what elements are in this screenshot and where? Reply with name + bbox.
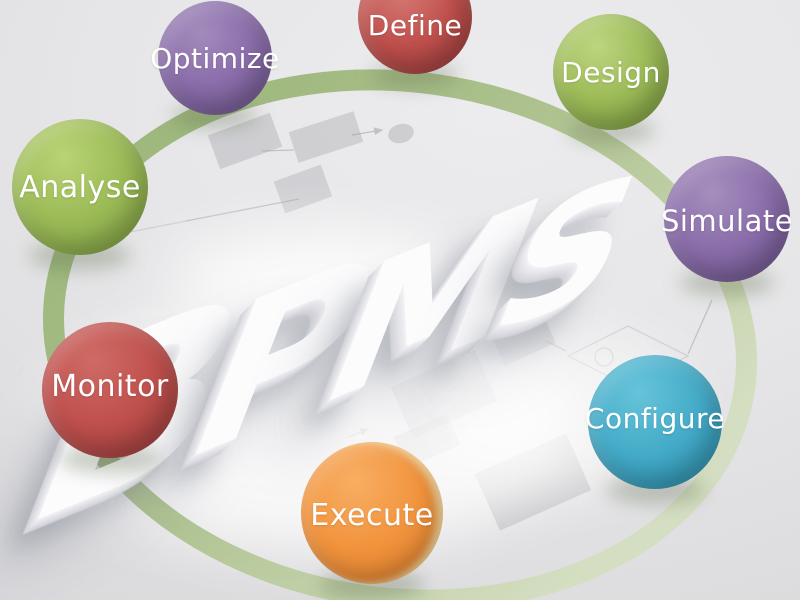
stage-label: Monitor: [51, 368, 169, 404]
stage-label: Analyse: [19, 169, 141, 205]
stage-label: Optimize: [150, 41, 280, 75]
stage-label: Define: [367, 8, 463, 42]
stage-bubble-analyse: Analyse: [12, 119, 148, 255]
stage-label: Simulate: [660, 204, 794, 238]
stage-bubble-design: Design: [553, 14, 669, 130]
stage-label: Execute: [310, 497, 434, 533]
stage-label: Configure: [584, 401, 726, 435]
stage-bubble-optimize: Optimize: [150, 1, 279, 115]
stage-bubble-monitor: Monitor: [42, 322, 178, 458]
white-glow: [170, 230, 470, 320]
stage-bubble-simulate: Simulate: [660, 156, 794, 282]
stage-label: Design: [561, 55, 661, 89]
stage-bubble-configure: Configure: [584, 355, 726, 489]
stage-bubble-execute: Execute: [301, 442, 443, 584]
